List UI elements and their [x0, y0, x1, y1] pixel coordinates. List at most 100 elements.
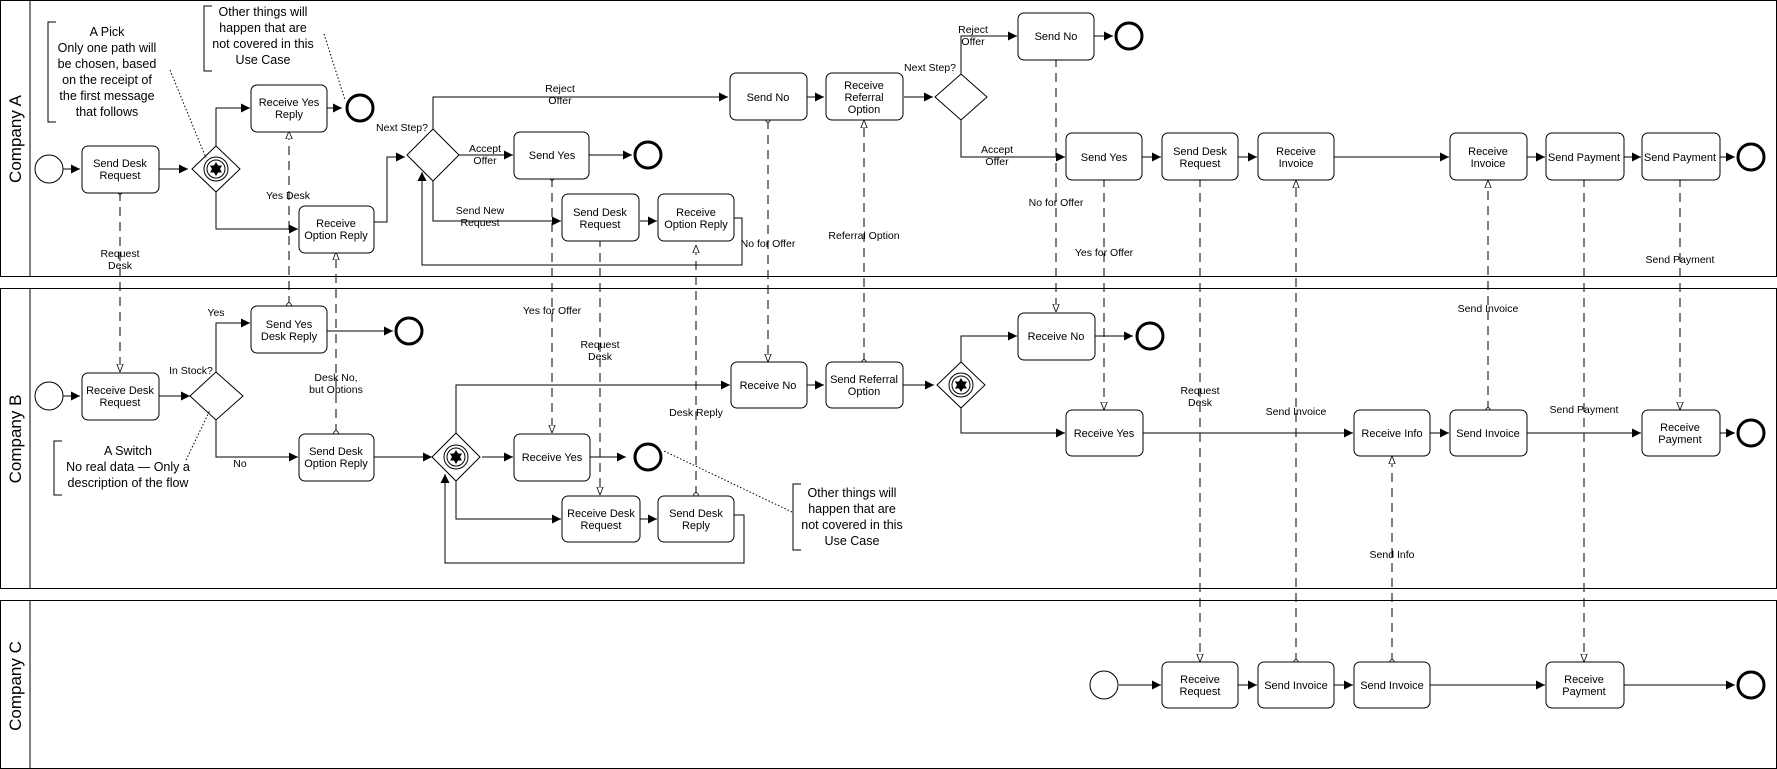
diagram-label-line: Send Invoice — [1458, 303, 1519, 315]
diagram-label-line: Use Case — [236, 53, 291, 67]
event-gateway-pick — [191, 145, 241, 193]
task-send-no: Send No — [729, 72, 808, 121]
task-label: Send Payment — [1644, 152, 1716, 164]
task-label-line: Send Yes — [266, 319, 313, 331]
diagram-label-line: Offer — [985, 156, 1009, 168]
diagram-label-line: No — [233, 458, 247, 470]
diagram-label: Send Invoice — [1266, 406, 1327, 418]
diagram-label-line: Only one path will — [58, 41, 157, 55]
task-send-yes: Send Yes — [513, 131, 590, 180]
start-event-c — [1089, 670, 1119, 700]
task-label-line: Receive — [1564, 674, 1604, 686]
task-receive-no: Receive No — [730, 361, 808, 409]
task-label-line: Receive Info — [1361, 428, 1422, 440]
task-label-line: Receive — [1660, 422, 1700, 434]
end-event — [394, 316, 424, 346]
task-label-line: Request — [100, 170, 141, 182]
diagram-label-line: Yes — [207, 307, 224, 319]
diagram-label: No for Offer — [1029, 197, 1084, 209]
task-label-line: Request — [580, 219, 621, 231]
diagram-label-line: No for Offer — [1029, 197, 1084, 209]
decision-gateway-next-step-2 — [934, 73, 988, 121]
task-label-line: Request — [581, 520, 622, 532]
task-label-line: Receive Yes — [259, 97, 320, 109]
diagram-label-line: In Stock? — [169, 365, 213, 377]
task-label-line: Receive Desk — [567, 508, 635, 520]
end-event — [1114, 21, 1144, 51]
diagram-label-line: Desk — [108, 260, 133, 272]
diagram-label-line: Send Payment — [1550, 404, 1619, 416]
task-label-line: Send Payment — [1548, 152, 1620, 164]
task-label: Receive No — [740, 380, 797, 392]
task-label: Send Payment — [1548, 152, 1620, 164]
diagram-label-line: Accept — [981, 144, 1013, 156]
task-label-line: Payment — [1658, 434, 1701, 446]
diagram-label-line: Desk Reply — [669, 407, 723, 419]
end-event — [345, 93, 375, 123]
task-label-line: Option — [848, 104, 880, 116]
task-receive-yes: Receive Yes — [513, 433, 591, 482]
diagram-label: Yes — [207, 307, 224, 319]
task-label-line: Receive Desk — [86, 385, 154, 397]
task-label-line: Option Reply — [304, 230, 368, 242]
lane-title-company-c: Company C — [6, 641, 25, 731]
task-label: Send Invoice — [1264, 680, 1328, 692]
diagram-label-line: Yes Desk — [266, 190, 311, 202]
diagram-label-line: Yes for Offer — [1075, 247, 1134, 259]
task-label-line: Request — [100, 397, 141, 409]
diagram-label-line: A Pick — [90, 25, 125, 39]
diagram-label: No for Offer — [741, 238, 796, 250]
task-label-line: Option Reply — [304, 458, 368, 470]
task-label-line: Desk Reply — [261, 331, 318, 343]
end-event — [1135, 321, 1165, 351]
diagram-label-line: Send New — [456, 205, 505, 217]
task-label-line: Send Yes — [529, 150, 576, 162]
diagram-label-line: Reject — [958, 24, 988, 36]
diagram-label-line: Offer — [473, 155, 497, 167]
start-event-a — [34, 154, 64, 184]
diagram-label-line: No for Offer — [741, 238, 796, 250]
decision-gateway-next-step-1 — [406, 128, 460, 182]
diagram-label-line: happen that are — [808, 502, 896, 516]
diagram-label-line: No real data — Only a — [66, 460, 190, 474]
task-send-invoice-c2: Send Invoice — [1353, 661, 1431, 709]
task-label: Receive Yes — [1074, 428, 1135, 440]
task-label-line: Option Reply — [664, 219, 728, 231]
task-send-payment: Send Payment — [1545, 132, 1625, 181]
diagram-label-line: happen that are — [219, 21, 307, 35]
task-label: Send Yes — [529, 150, 576, 162]
lane-title-company-b: Company B — [6, 395, 25, 484]
diagram-label: Next Step? — [904, 62, 956, 74]
diagram-label: Yes for Offer — [523, 305, 582, 317]
decision-gateway-in-stock — [189, 371, 244, 421]
diagram-label: Next Step? — [376, 122, 428, 134]
task-label-line: Payment — [1562, 686, 1605, 698]
event-gateway-b1 — [431, 432, 481, 482]
task-label-line: Reply — [275, 109, 304, 121]
task-send-yes-2: Send Yes — [1065, 132, 1143, 181]
task-label-line: Send No — [1035, 31, 1078, 43]
diagram-label: Yes for Offer — [1075, 247, 1134, 259]
diagram-label-line: but Options — [309, 384, 363, 396]
task-label-line: Receive Yes — [522, 452, 583, 464]
